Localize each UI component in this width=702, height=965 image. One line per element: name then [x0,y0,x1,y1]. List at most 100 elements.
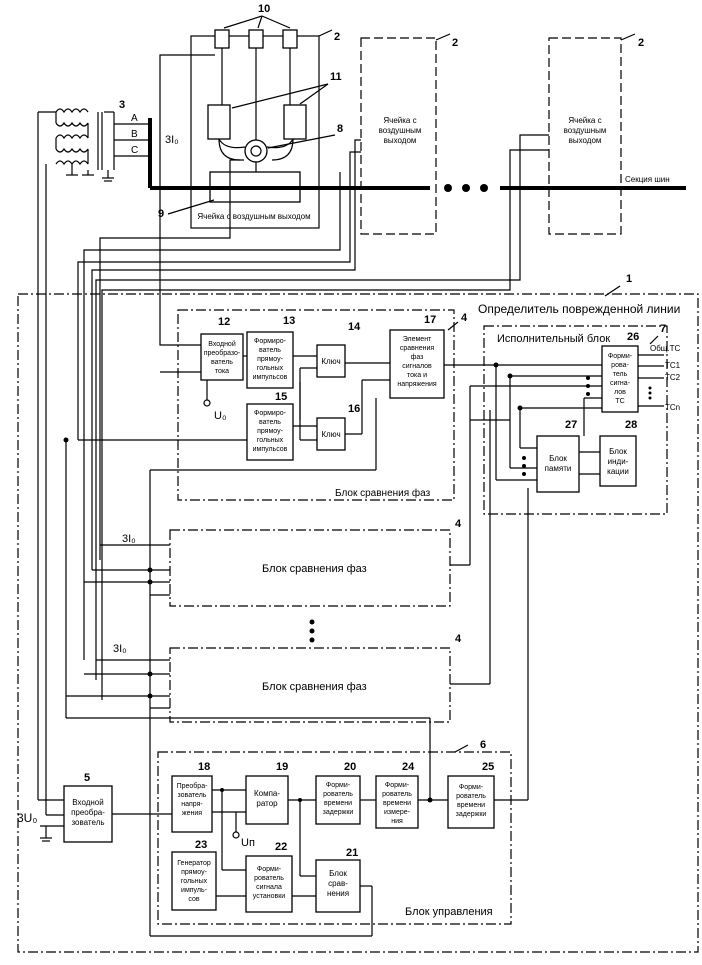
svg-text:зователь: зователь [178,792,207,799]
label-24: 24 [402,761,415,773]
svg-text:ратор: ратор [256,799,278,808]
label-6: 6 [480,739,486,751]
svg-text:преобра-: преобра- [71,808,105,817]
svg-text:Элемент: Элемент [403,336,432,343]
svg-text:кации: кации [607,467,629,476]
svg-text:напряжения: напряжения [397,381,437,388]
label-4-a: 4 [461,312,468,324]
svg-text:рователь: рователь [382,791,412,798]
svg-text:задержки: задержки [323,809,354,816]
label-16: 16 [348,403,360,415]
svg-text:импульсов: импульсов [253,374,288,381]
svg-text:зователь: зователь [71,818,104,827]
svg-text:Формиро-: Формиро- [254,338,287,345]
output-common: Общ.ТС [650,344,680,353]
svg-text:лов: лов [614,389,626,396]
svg-text:ватель: ватель [259,347,281,354]
cell-3-label-2: воздушным [564,126,607,135]
svg-text:срав-: срав- [328,879,348,888]
control-block-title: Блок управления [405,906,493,918]
cell-2-label-3: выходом [384,136,417,145]
svg-text:жения: жения [182,810,202,817]
svg-text:сравнения: сравнения [400,345,435,352]
svg-text:прямоу-: прямоу- [257,428,284,435]
cell-3-label-3: выходом [569,136,602,145]
vt-3-windings [56,109,88,164]
i0-label-d: 3I₀ [113,643,127,655]
phase-block-2-title: Блок сравнения фаз [262,563,367,575]
svg-text:нения: нения [327,889,349,898]
arrester-11-a [208,105,230,139]
svg-text:памяти: памяти [545,464,572,473]
phase-block-title: Блок сравнения фаз [335,487,431,499]
label-4-c: 4 [455,633,462,645]
u0-block-label: U₀ [214,410,227,422]
label-11: 11 [330,71,342,83]
ct-10-c [283,30,297,48]
output-tcn: ТСn [665,403,680,412]
svg-text:Блок: Блок [609,447,627,456]
svg-text:установки: установки [253,893,285,900]
exec-block-title: Исполнительный блок [497,333,610,345]
svg-text:сигнала: сигнала [256,884,282,891]
label-3: 3 [119,99,125,111]
svg-text:задержки: задержки [456,811,487,818]
svg-text:Ключ: Ключ [321,357,340,366]
svg-text:рова-: рова- [611,362,629,369]
svg-text:преобразо-: преобразо- [204,349,241,357]
output-tc2: ТС2 [665,373,681,382]
svg-text:Генератор: Генератор [177,860,211,867]
svg-text:сигналов: сигналов [402,363,432,370]
svg-text:ТС: ТС [615,398,624,405]
label-21: 21 [346,847,358,859]
label-20: 20 [344,761,356,773]
un-label: Uп [241,837,255,849]
svg-text:Форми-: Форми- [385,782,410,789]
svg-text:ния: ния [391,818,403,825]
label-12: 12 [218,316,230,328]
phase-c: C [131,145,138,156]
phase-a: A [131,113,138,124]
svg-text:сигна-: сигна- [610,380,631,387]
svg-text:времени: времени [457,802,485,809]
svg-text:гольных: гольных [181,878,208,885]
cell-3-label-1: Ячейка с [568,116,601,125]
label-19: 19 [276,761,288,773]
svg-text:рователь: рователь [323,791,353,798]
label-27: 27 [565,419,577,431]
svg-text:напря-: напря- [181,801,203,808]
output-tc1: ТС1 [665,361,681,370]
svg-text:Формиро-: Формиро- [254,410,287,417]
svg-text:прямоу-: прямоу- [181,869,208,876]
svg-text:времени: времени [383,800,411,807]
phase-b: B [131,129,138,140]
cell-3-number: 2 [638,37,644,49]
label-10: 10 [258,3,270,15]
svg-text:тока: тока [215,368,229,375]
cell-2-label-1: Ячейка с [383,116,416,125]
label-17: 17 [424,314,436,326]
svg-text:Преобра-: Преобра- [177,782,209,790]
svg-text:времени: времени [324,800,352,807]
label-5: 5 [84,772,90,784]
svg-text:фаз: фаз [411,354,424,361]
label-1: 1 [626,273,632,285]
bus-section-label: Секция шин [625,175,670,184]
svg-text:Форми-: Форми- [608,353,633,360]
i0-label-b: 3I₀ [122,533,136,545]
svg-text:импульсов: импульсов [253,446,288,453]
label-18: 18 [198,761,210,773]
label-13: 13 [283,315,295,327]
svg-text:гольных: гольных [257,365,284,372]
label-8: 8 [337,123,343,135]
label-4-b: 4 [455,518,462,530]
svg-text:тель: тель [613,371,628,378]
ct-10-a [215,30,229,48]
arrester-11-b [284,105,306,139]
cell-2-number: 2 [452,37,458,49]
svg-text:Форми-: Форми- [459,784,484,791]
label-23: 23 [195,839,207,851]
ct-10-b [249,30,263,48]
svg-text:Блок: Блок [329,869,347,878]
